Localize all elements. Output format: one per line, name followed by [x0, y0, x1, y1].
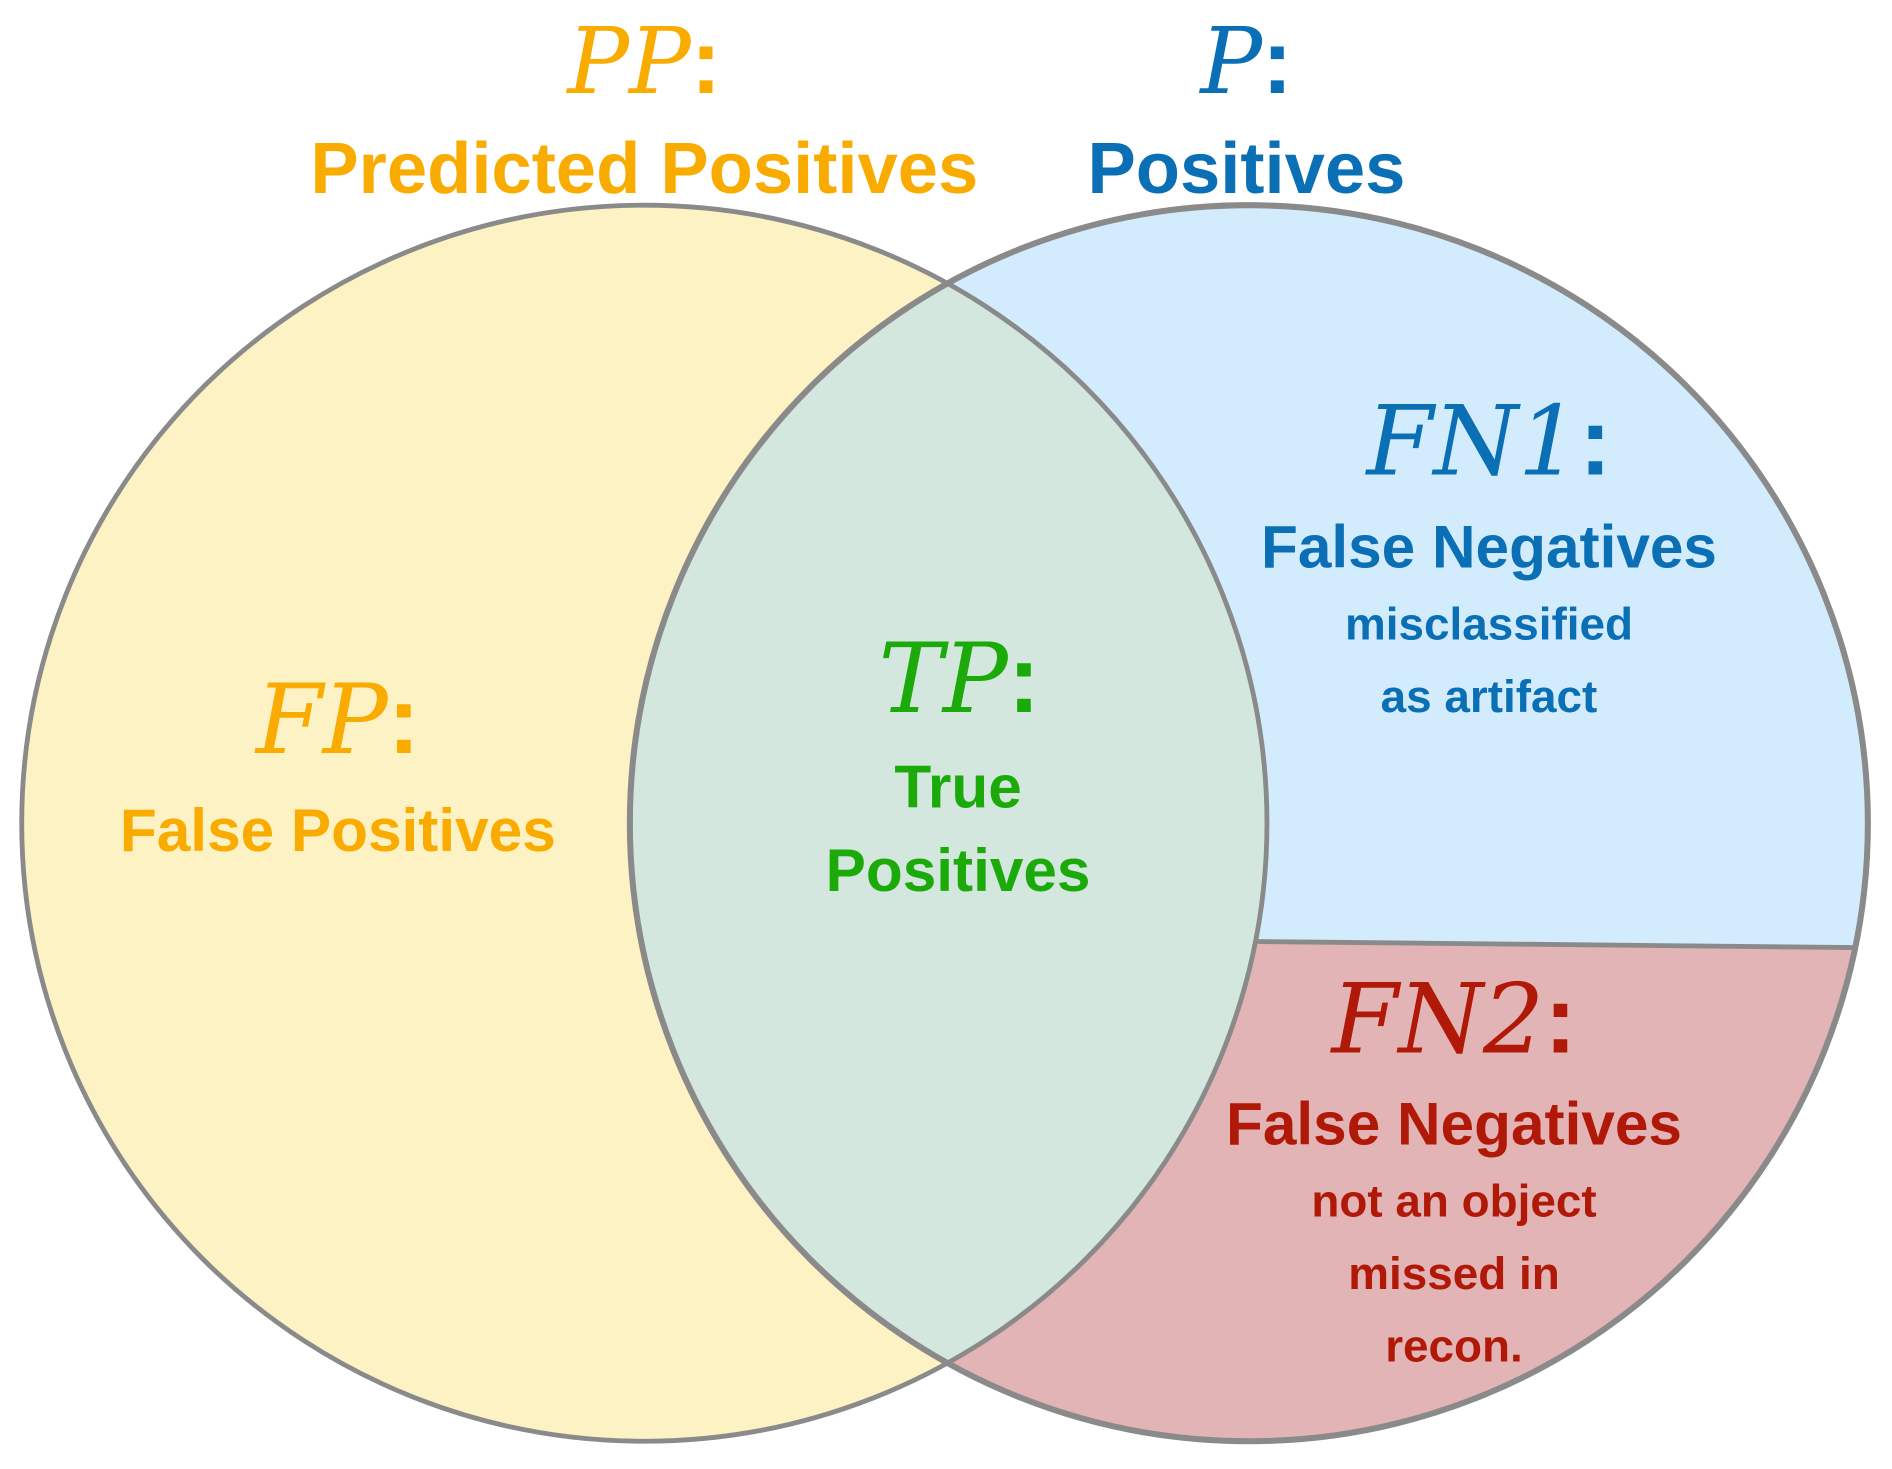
tp-intersection [629, 205, 1267, 1442]
fn2-sub-line3: recon. [1385, 1320, 1523, 1372]
fn2-sub-line1: not an object [1311, 1175, 1596, 1227]
p-label: Positives [1088, 128, 1406, 209]
pp-label: Predicted Positives [310, 128, 978, 209]
tp-heading: TP: [879, 622, 1040, 735]
fn2-label: False Negatives [1226, 1089, 1682, 1157]
fn-divider-line [1254, 939, 1855, 950]
pp-outline [19, 202, 1270, 1444]
tp-label-line1: True [894, 753, 1021, 821]
fn1-heading: FN1: [1364, 384, 1611, 497]
p-heading: P: [1198, 8, 1292, 115]
fn1-sub-line2: as artifact [1381, 670, 1598, 722]
fp-heading: FP: [254, 663, 420, 776]
p-outline [626, 202, 1871, 1445]
fn2-heading: FN2: [1330, 963, 1577, 1076]
fn2-sub-line2: missed in [1348, 1247, 1560, 1299]
fp-label: False Positives [120, 796, 556, 864]
fn1-sub-line1: misclassified [1345, 598, 1633, 650]
tp-label-line2: Positives [826, 836, 1091, 904]
pp-heading: PP: [565, 8, 721, 115]
fn1-label: False Negatives [1261, 512, 1717, 580]
